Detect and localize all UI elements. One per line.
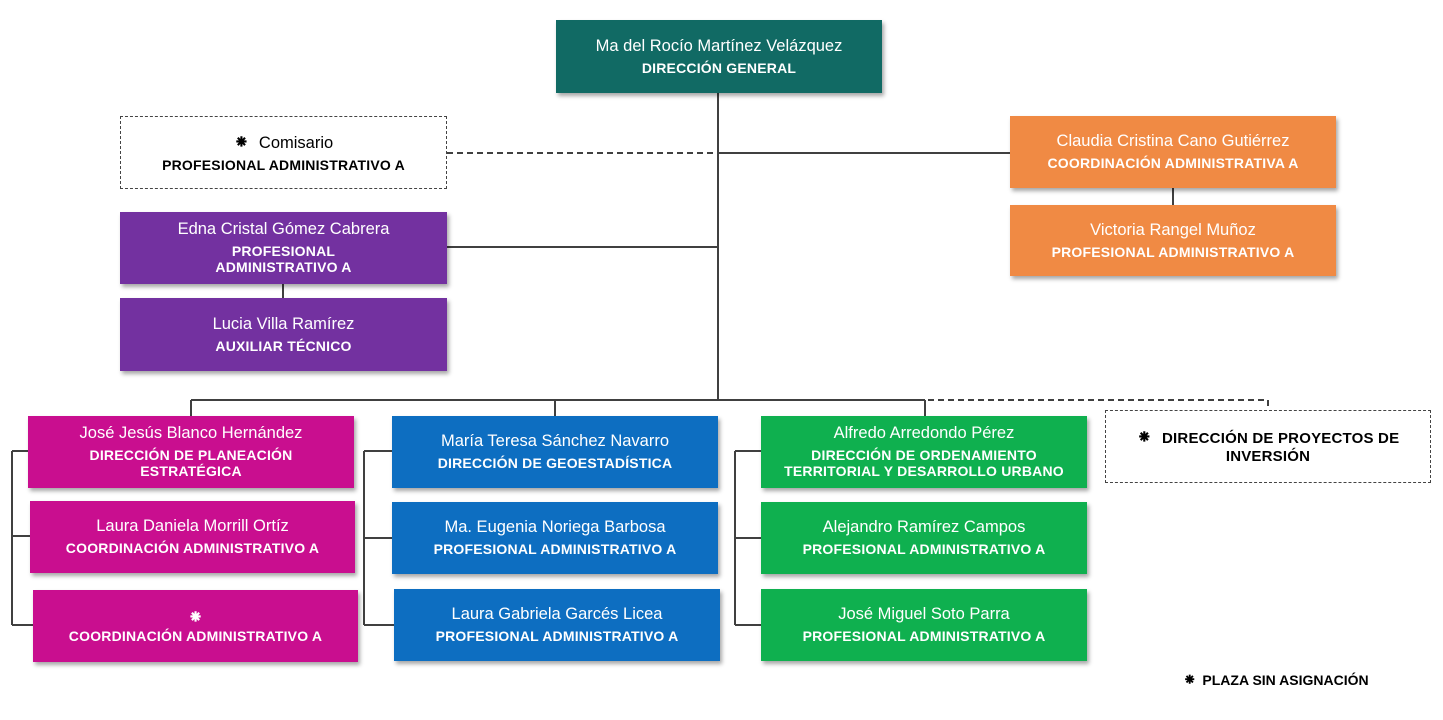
magenta-3-role: COORDINACIÓN ADMINISTRATIVO A <box>68 628 323 645</box>
green-1-role-line1: DIRECCIÓN DE ORDENAMIENTO <box>811 446 1037 463</box>
purple-1-name: Edna Cristal Gómez Cabrera <box>177 219 390 238</box>
green-2-role: PROFESIONAL ADMINISTRATIVO A <box>802 541 1046 557</box>
proyectos-role-line1-wrap: ⁕ DIRECCIÓN DE PROYECTOS DE <box>1137 427 1400 449</box>
magenta-1-role-line1: DIRECCIÓN DE PLANEACIÓN <box>89 446 293 463</box>
green-box-3: José Miguel Soto Parra PROFESIONAL ADMIN… <box>761 589 1087 661</box>
proyectos-box: ⁕ DIRECCIÓN DE PROYECTOS DE INVERSIÓN <box>1105 410 1431 483</box>
purple-1-role-line1: PROFESIONAL <box>231 242 336 259</box>
purple-2-role: AUXILIAR TÉCNICO <box>215 337 352 354</box>
blue-box-1: María Teresa Sánchez Navarro DIRECCIÓN D… <box>392 416 718 488</box>
magenta-box-2: Laura Daniela Morrill Ortíz COORDINACIÓN… <box>30 501 355 573</box>
proyectos-role-line2: INVERSIÓN <box>1225 448 1311 466</box>
vacancy-mark: ⁕ <box>1183 672 1197 689</box>
purple-box-2: Lucia Villa Ramírez AUXILIAR TÉCNICO <box>120 298 447 371</box>
blue-3-name: Laura Gabriela Garcés Licea <box>451 605 663 624</box>
legend-text: PLAZA SIN ASIGNACIÓN <box>1202 672 1369 688</box>
legend: ⁕ PLAZA SIN ASIGNACIÓN <box>1183 670 1369 690</box>
blue-3-role: PROFESIONAL ADMINISTRATIVO A <box>435 628 679 644</box>
blue-2-role: PROFESIONAL ADMINISTRATIVO A <box>433 541 677 557</box>
green-3-name: José Miguel Soto Parra <box>838 605 1010 624</box>
purple-box-1: Edna Cristal Gómez Cabrera PROFESIONAL A… <box>120 212 447 284</box>
green-3-role: PROFESIONAL ADMINISTRATIVO A <box>802 628 1046 644</box>
green-1-name: Alfredo Arredondo Pérez <box>833 423 1015 442</box>
vacancy-mark: ⁕ <box>1136 426 1153 447</box>
purple-1-role-line2: ADMINISTRATIVO A <box>215 259 352 276</box>
blue-2-name: Ma. Eugenia Noriega Barbosa <box>444 518 666 537</box>
comisario-role: PROFESIONAL ADMINISTRATIVO A <box>162 156 405 173</box>
blue-box-3: Laura Gabriela Garcés Licea PROFESIONAL … <box>394 589 720 661</box>
orange-1-role: COORDINACIÓN ADMINISTRATIVA A <box>1047 155 1299 171</box>
orange-2-name: Victoria Rangel Muñoz <box>1090 220 1256 239</box>
magenta-2-name: Laura Daniela Morrill Ortíz <box>96 517 289 536</box>
director-box: Ma del Rocío Martínez Velázquez DIRECCIÓ… <box>556 20 882 93</box>
purple-2-name: Lucia Villa Ramírez <box>212 314 355 333</box>
magenta-1-role-line2: ESTRATÉGICA <box>140 463 242 480</box>
director-name: Ma del Rocío Martínez Velázquez <box>595 36 843 55</box>
blue-1-name: María Teresa Sánchez Navarro <box>440 432 670 451</box>
magenta-box-3: ⁕ COORDINACIÓN ADMINISTRATIVO A <box>33 590 358 662</box>
green-box-1: Alfredo Arredondo Pérez DIRECCIÓN DE ORD… <box>761 416 1087 488</box>
director-role: DIRECCIÓN GENERAL <box>641 59 797 76</box>
magenta-box-1: José Jesús Blanco Hernández DIRECCIÓN DE… <box>28 416 354 488</box>
comisario-name-line: ⁕ Comisario <box>234 132 333 154</box>
vacancy-mark: ⁕ <box>187 606 204 627</box>
blue-box-2: Ma. Eugenia Noriega Barbosa PROFESIONAL … <box>392 502 718 574</box>
vacancy-mark: ⁕ <box>233 131 249 152</box>
comisario-box: ⁕ Comisario PROFESIONAL ADMINISTRATIVO A <box>120 116 447 189</box>
blue-1-role: DIRECCIÓN DE GEOESTADÍSTICA <box>437 455 673 471</box>
green-box-2: Alejandro Ramírez Campos PROFESIONAL ADM… <box>761 502 1087 574</box>
orange-box-1: Claudia Cristina Cano Gutiérrez COORDINA… <box>1010 116 1336 188</box>
green-1-role-line2: TERRITORIAL Y DESARROLLO URBANO <box>784 463 1064 480</box>
magenta-2-role: COORDINACIÓN ADMINISTRATIVO A <box>65 540 320 556</box>
magenta-1-name: José Jesús Blanco Hernández <box>79 423 303 442</box>
orange-1-name: Claudia Cristina Cano Gutiérrez <box>1056 132 1290 151</box>
orange-box-2: Victoria Rangel Muñoz PROFESIONAL ADMINI… <box>1010 205 1336 276</box>
proyectos-role-line1: DIRECCIÓN DE PROYECTOS DE <box>1162 429 1400 447</box>
green-2-name: Alejandro Ramírez Campos <box>822 518 1026 537</box>
orange-2-role: PROFESIONAL ADMINISTRATIVO A <box>1051 243 1295 260</box>
comisario-name: Comisario <box>258 133 334 152</box>
